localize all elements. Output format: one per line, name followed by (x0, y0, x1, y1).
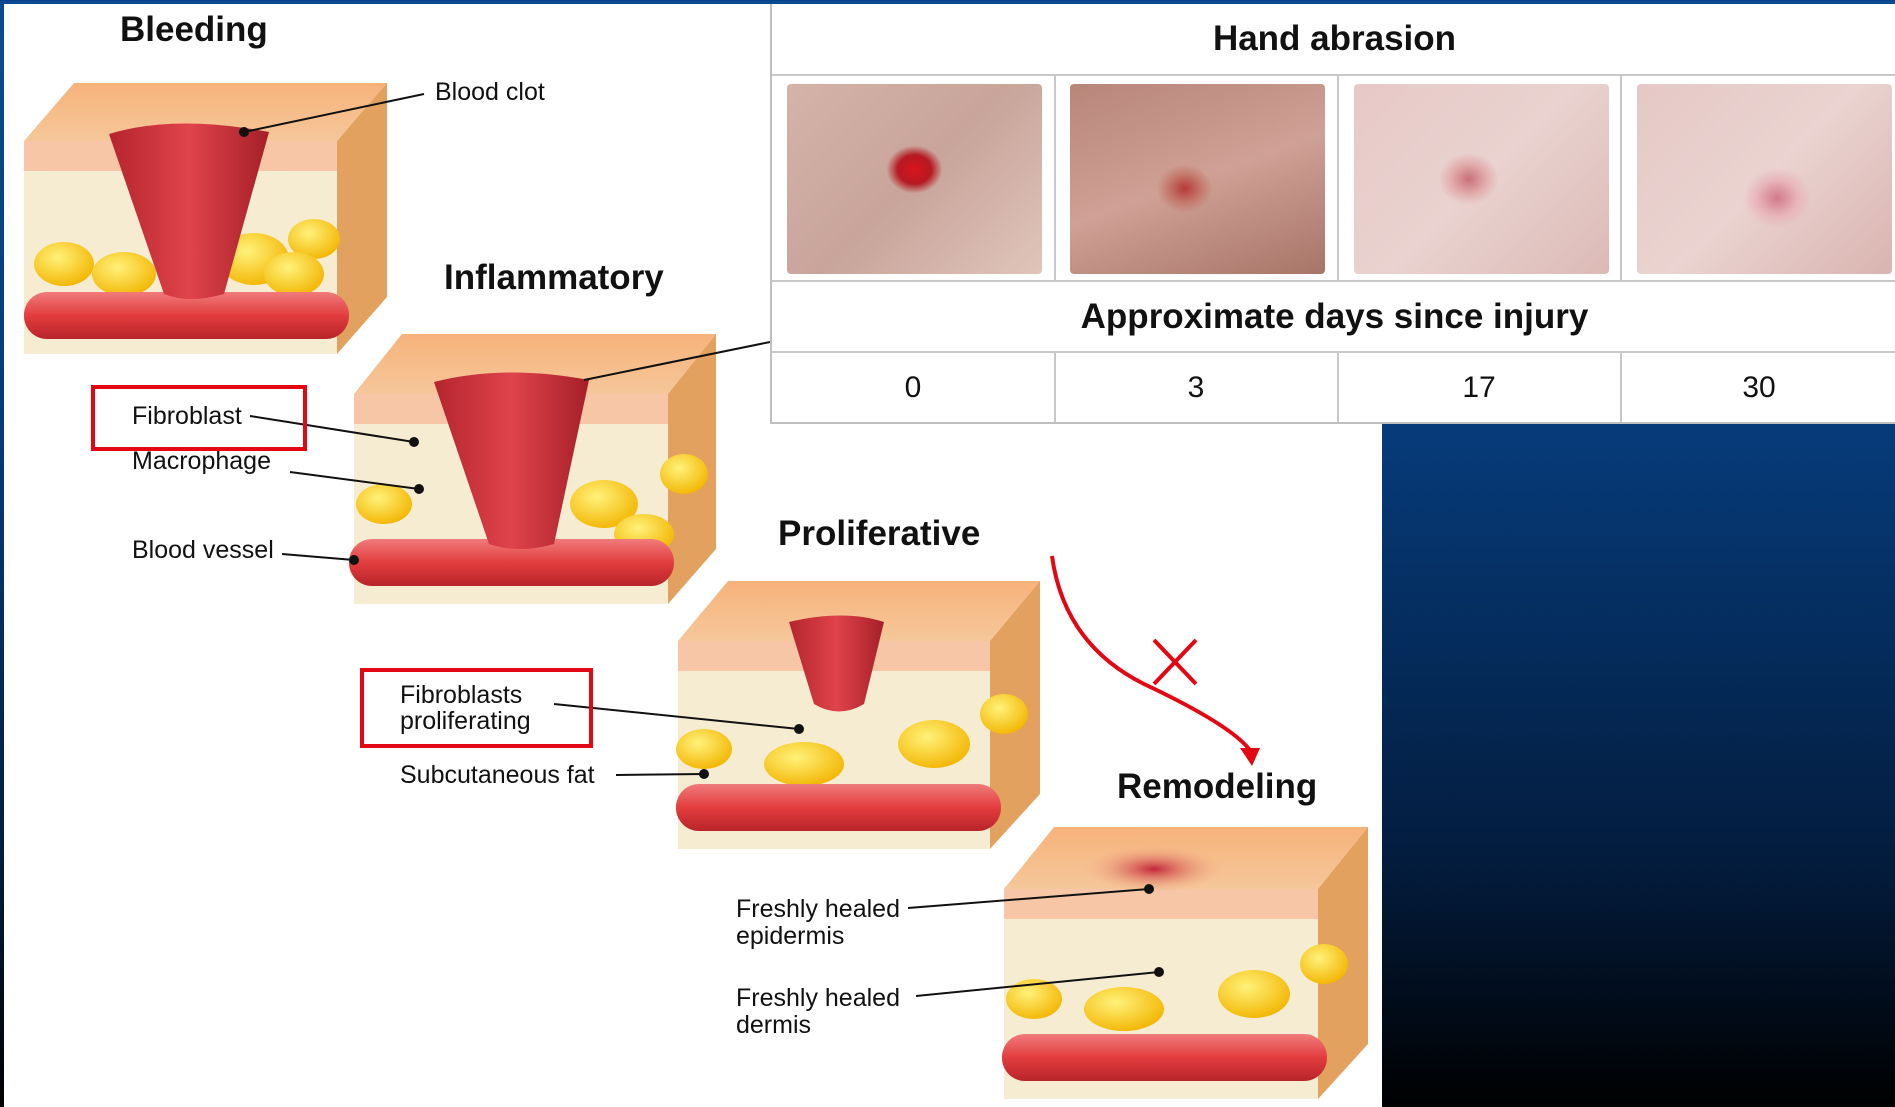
table-subtitle: Approximate days since injury (772, 282, 1895, 353)
inflammatory-block (349, 334, 716, 604)
label-proliferating: proliferating (400, 707, 531, 735)
label-fibroblast: Fibroblast (132, 402, 242, 430)
stage-title-inflammatory: Inflammatory (444, 258, 664, 298)
label-macrophage: Macrophage (132, 447, 271, 475)
label-freshly-healed-dermis-2: dermis (736, 1011, 811, 1039)
remodeling-block (1002, 827, 1368, 1099)
abrasion-photo-day-17 (1354, 84, 1609, 274)
day-cell: 0 (772, 353, 1054, 423)
stage-title-bleeding: Bleeding (120, 10, 268, 50)
label-blood-vessel: Blood vessel (132, 536, 274, 564)
stage-title-remodeling: Remodeling (1117, 767, 1317, 807)
photo-divider-3 (1620, 74, 1622, 282)
arrow-head (1240, 748, 1260, 766)
label-freshly-healed-epidermis-2: epidermis (736, 922, 844, 950)
bleeding-block (24, 83, 387, 354)
proliferative-block (676, 581, 1040, 849)
hand-abrasion-table: Hand abrasion Approximate days since inj… (770, 4, 1895, 424)
table-title: Hand abrasion (772, 4, 1895, 76)
label-subcutaneous-fat: Subcutaneous fat (400, 761, 595, 789)
day-cell: 30 (1621, 353, 1895, 423)
day-divider-3 (1620, 353, 1622, 422)
day-cell: 17 (1338, 353, 1620, 423)
crossed-arrow (1052, 556, 1249, 749)
day-divider-1 (1054, 353, 1056, 422)
abrasion-photo-day-0 (787, 84, 1042, 274)
label-freshly-healed-dermis-1: Freshly healed (736, 984, 900, 1012)
label-blood-clot: Blood clot (435, 78, 545, 106)
photo-divider-2 (1337, 74, 1339, 282)
label-fibroblasts: Fibroblasts (400, 681, 522, 709)
abrasion-photo-day-30 (1637, 84, 1892, 274)
photo-divider-1 (1054, 74, 1056, 282)
abrasion-photo-day-3 (1070, 84, 1325, 274)
stage-title-proliferative: Proliferative (778, 514, 980, 554)
label-freshly-healed-epidermis-1: Freshly healed (736, 895, 900, 923)
day-divider-2 (1337, 353, 1339, 422)
day-cell: 3 (1055, 353, 1337, 423)
